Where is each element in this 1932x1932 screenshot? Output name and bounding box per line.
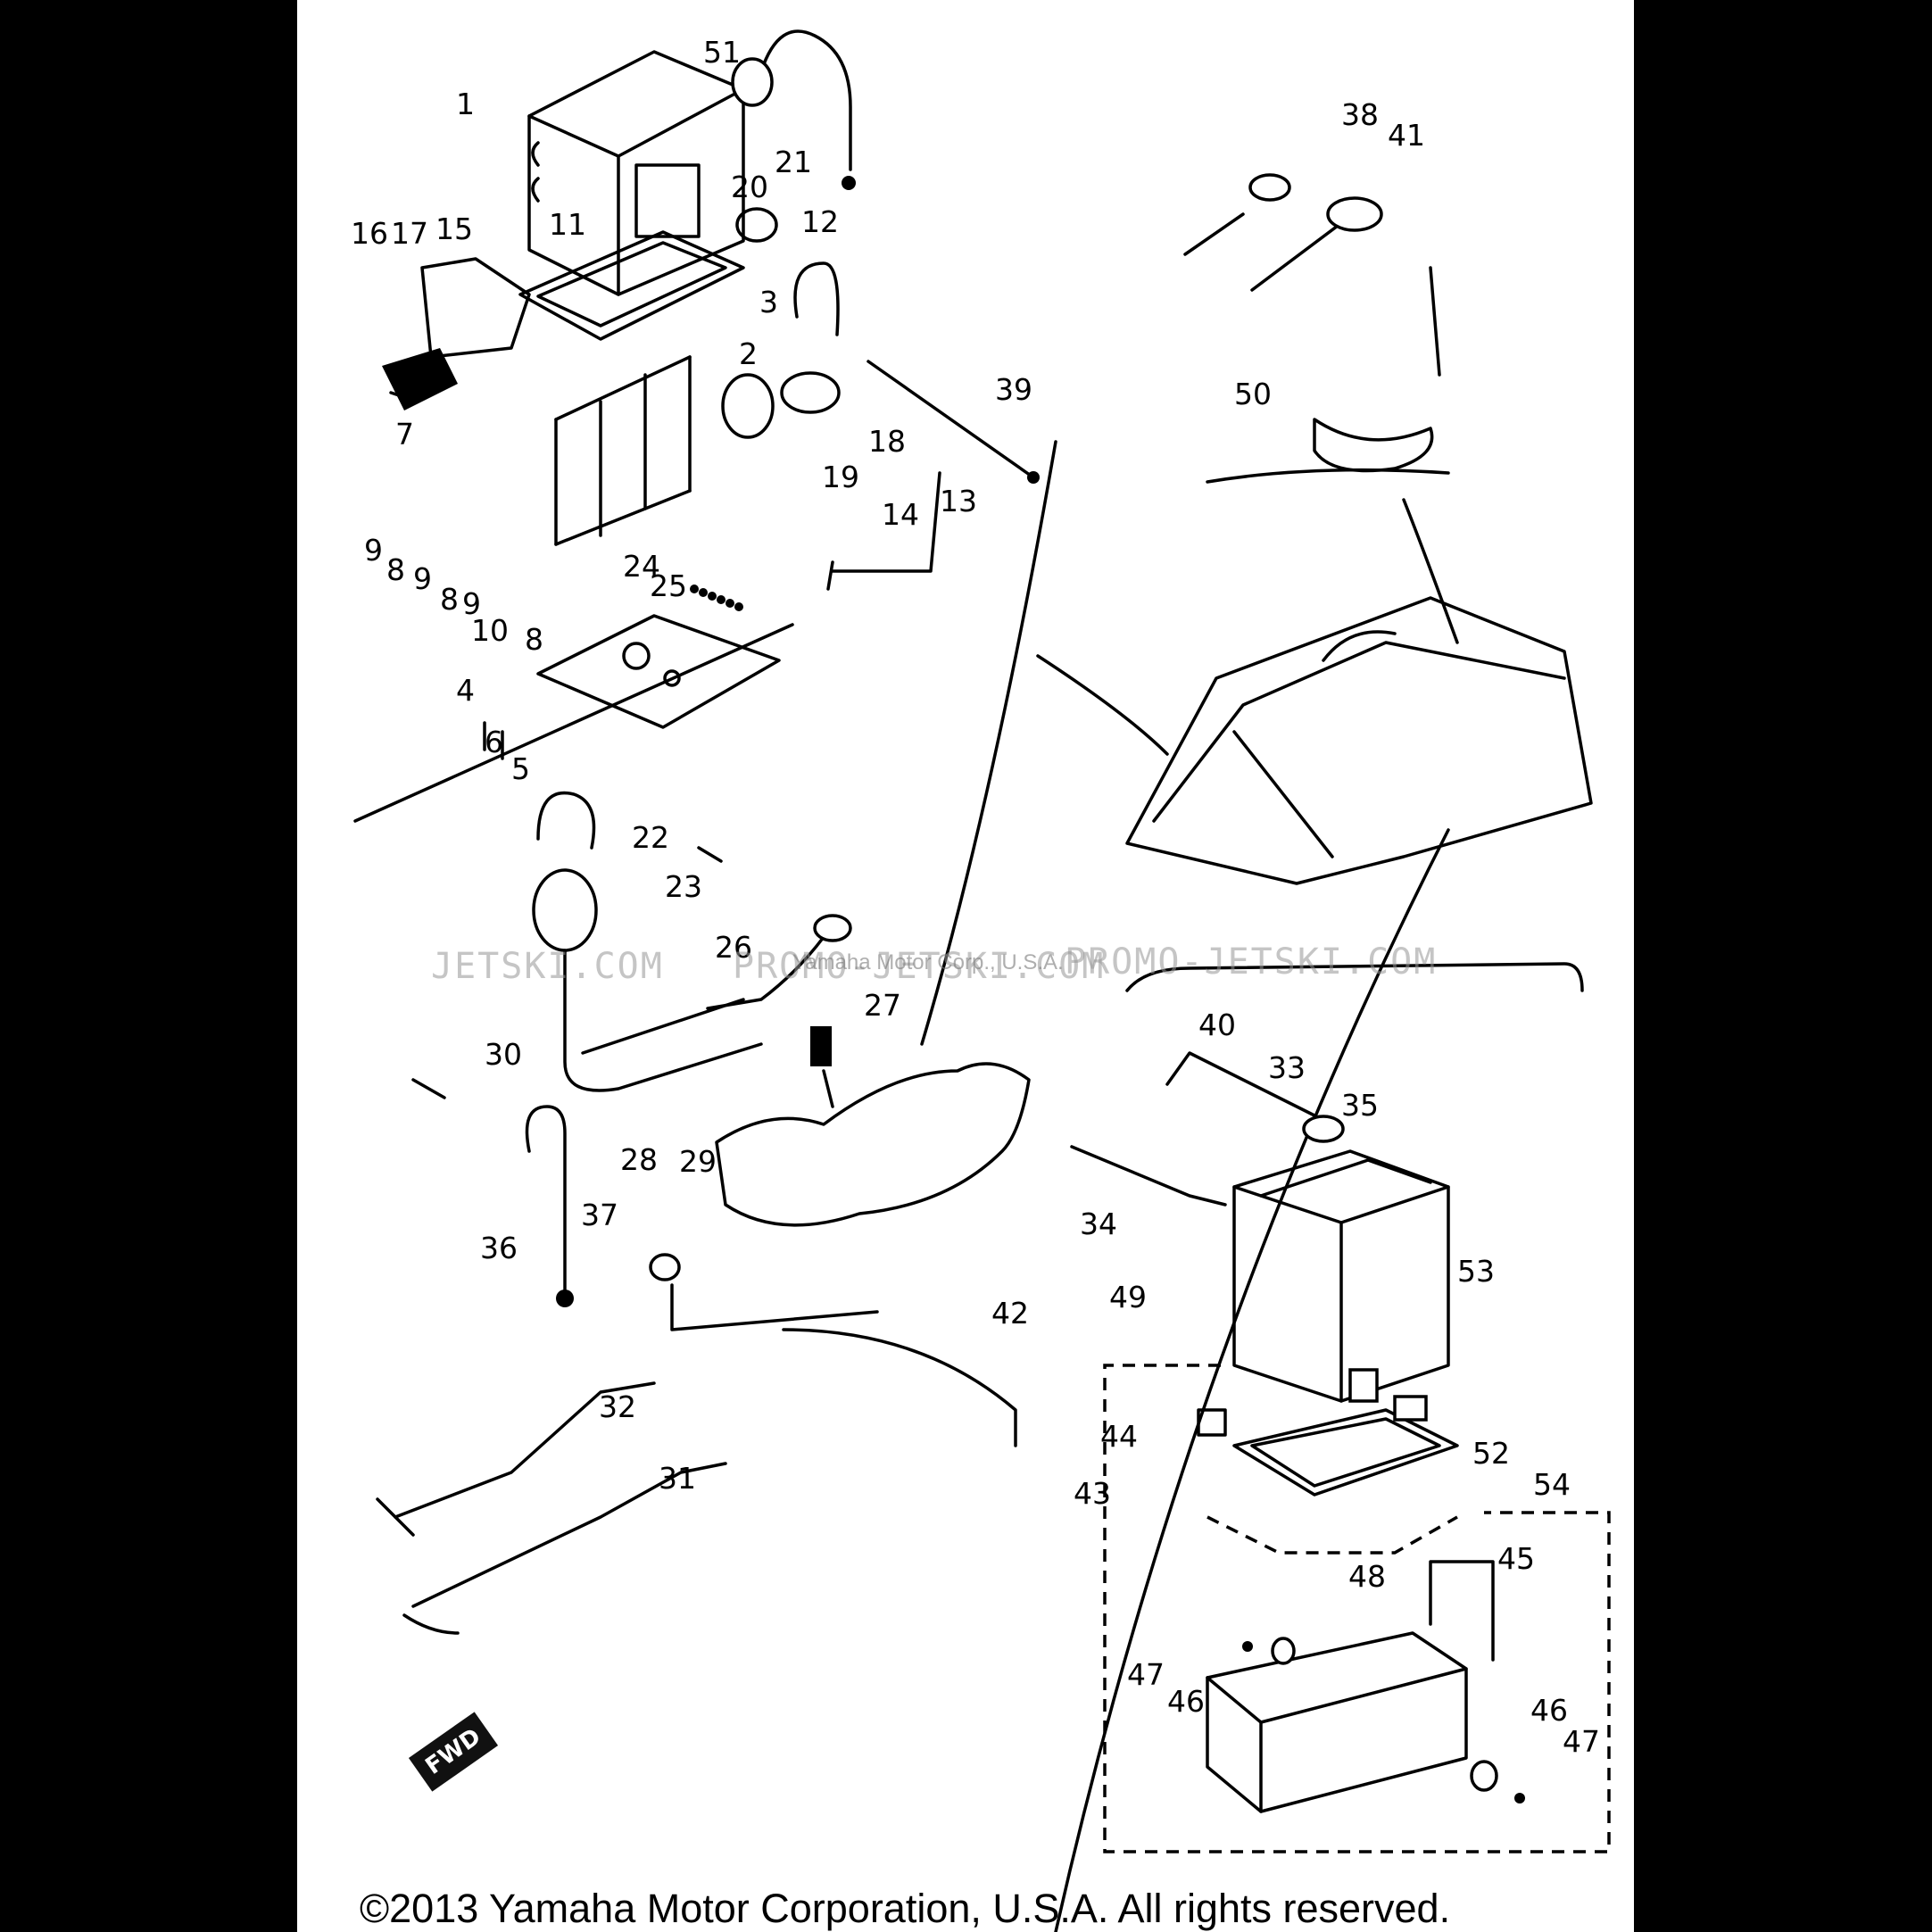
callout-39: 39 — [995, 372, 1032, 407]
callout-23: 23 — [665, 869, 702, 904]
callout-42: 42 — [991, 1296, 1029, 1331]
callout-13: 13 — [940, 484, 977, 518]
callout-48: 48 — [1348, 1559, 1386, 1594]
callout-45: 45 — [1497, 1541, 1535, 1576]
callout-1: 1 — [456, 87, 475, 121]
harness-32-part — [394, 1381, 656, 1519]
callout-21: 21 — [775, 145, 812, 179]
callout-33: 33 — [1268, 1050, 1306, 1085]
callout-30: 30 — [485, 1037, 522, 1072]
callout-6: 6 — [485, 725, 503, 759]
callout-8a: 8 — [386, 552, 405, 587]
callout-27: 27 — [864, 988, 901, 1023]
callout-37: 37 — [581, 1198, 618, 1232]
battery-lead-part — [1165, 1051, 1316, 1117]
watermark-right: PROMO-JETSKI.COM — [1065, 941, 1438, 983]
watercraft-hull — [1125, 596, 1593, 885]
gasket-part — [518, 230, 745, 341]
callout-52: 52 — [1472, 1436, 1510, 1471]
callout-32: 32 — [599, 1389, 636, 1424]
engine-outline — [715, 1062, 1031, 1227]
battery-lead-34-part — [1070, 1145, 1227, 1206]
callout-8c: 8 — [525, 622, 543, 657]
leader-line — [920, 440, 1169, 1046]
electrical-box-part — [527, 50, 745, 296]
callout-11: 11 — [549, 207, 586, 242]
callout-47a: 47 — [1127, 1657, 1165, 1692]
callout-34: 34 — [1080, 1206, 1117, 1241]
callout-31: 31 — [659, 1461, 696, 1496]
battery-part — [1232, 1149, 1450, 1403]
callout-22: 22 — [632, 820, 669, 855]
callout-20: 20 — [731, 170, 768, 204]
bracket-part — [554, 355, 692, 546]
callout-40: 40 — [1198, 1007, 1236, 1042]
callout-25: 25 — [650, 568, 687, 603]
cover-part — [420, 257, 531, 359]
callout-28: 28 — [620, 1142, 658, 1177]
callout-16: 16 — [351, 216, 388, 251]
plug-cap-part — [706, 935, 825, 1010]
washer-stack — [690, 585, 743, 611]
callout-26: 26 — [715, 930, 752, 965]
lead-wire-part — [759, 29, 852, 171]
exploded-parts-drawing — [353, 29, 1611, 1932]
callout-7: 7 — [395, 417, 414, 452]
battery-box-part — [1206, 1631, 1468, 1813]
callout-36: 36 — [480, 1231, 518, 1265]
cap-part — [735, 207, 778, 243]
dashed-group-42 — [1103, 1364, 1611, 1853]
callout-19: 19 — [822, 460, 859, 494]
callout-35: 35 — [1341, 1088, 1379, 1123]
copyright-notice: ©2013 Yamaha Motor Corporation, U.S.A. A… — [360, 1886, 1451, 1931]
coil-part — [793, 261, 840, 336]
wire-39-part — [866, 360, 1035, 479]
callout-4: 4 — [456, 673, 475, 708]
harness-31-part — [411, 1462, 727, 1608]
callout-15: 15 — [435, 211, 473, 246]
callout-17: 17 — [391, 216, 428, 251]
callout-9a: 9 — [364, 533, 383, 568]
battery-mat-part — [1232, 1408, 1459, 1497]
callout-29: 29 — [679, 1144, 717, 1179]
sensor-38-part — [1183, 212, 1245, 256]
callout-38: 38 — [1341, 97, 1379, 132]
callout-53: 53 — [1457, 1254, 1495, 1289]
callout-8b: 8 — [440, 582, 459, 617]
lead-36-part — [525, 1105, 567, 1296]
callout-14: 14 — [882, 497, 919, 532]
callout-9b: 9 — [413, 561, 432, 596]
callout-43: 43 — [1074, 1476, 1111, 1511]
watermark-left: JETSKI.COM — [431, 946, 664, 987]
callout-5: 5 — [511, 751, 530, 786]
watermark-mid: PROMO-JETSKI.COM — [733, 946, 1106, 987]
watermark-caption: Yamaha Motor Corp., U.S.A. — [792, 950, 1064, 974]
stop-switch-50-part — [1313, 418, 1434, 473]
switch-41-part — [1250, 221, 1343, 292]
callout-2: 2 — [739, 336, 758, 371]
callout-46b: 46 — [1530, 1693, 1568, 1728]
plate-part — [536, 614, 781, 729]
callout-9c: 9 — [462, 586, 481, 621]
callout-54: 54 — [1533, 1467, 1571, 1502]
callout-3: 3 — [759, 285, 778, 319]
callout-10: 10 — [471, 613, 509, 648]
callout-24: 24 — [623, 549, 660, 584]
ignition-coil-part — [536, 791, 596, 850]
battery-band-part — [1429, 1560, 1495, 1662]
callout-44: 44 — [1100, 1419, 1138, 1454]
callout-12: 12 — [801, 204, 839, 239]
callout-47b: 47 — [1563, 1724, 1600, 1759]
callout-50: 50 — [1234, 377, 1272, 411]
callout-18: 18 — [868, 424, 906, 459]
parts-diagram-sheet: 1 51 20 21 11 12 16 17 15 3 2 7 18 19 39… — [297, 0, 1634, 1932]
callout-41: 41 — [1388, 118, 1425, 153]
callout-51: 51 — [703, 35, 741, 70]
callout-46a: 46 — [1167, 1684, 1205, 1719]
callout-49: 49 — [1109, 1280, 1147, 1314]
